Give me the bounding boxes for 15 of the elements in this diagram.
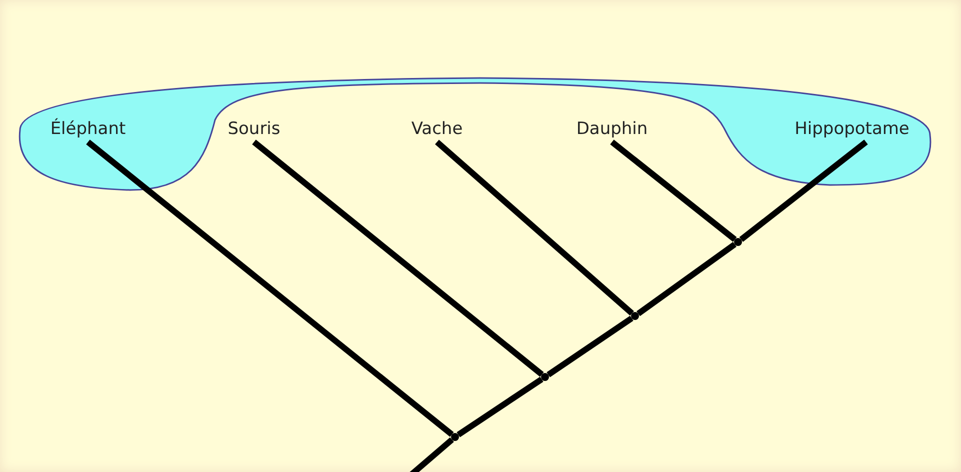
taxon-label: Vache <box>411 116 463 142</box>
taxon-label: Éléphant <box>50 116 126 142</box>
tree-branch <box>610 140 737 242</box>
taxon-label: Hippopotame <box>794 116 910 142</box>
branch-node <box>541 373 549 381</box>
tree-branch <box>252 140 544 377</box>
tree-branch <box>739 140 868 242</box>
taxon-label: Dauphin <box>576 116 648 142</box>
tree-branch <box>86 140 454 437</box>
tree-branch <box>435 140 634 316</box>
tree-branch <box>546 316 634 378</box>
branch-node <box>451 433 459 441</box>
tree-branch <box>456 376 544 438</box>
taxon-label: Souris <box>228 116 280 142</box>
tree-branch <box>636 242 736 316</box>
